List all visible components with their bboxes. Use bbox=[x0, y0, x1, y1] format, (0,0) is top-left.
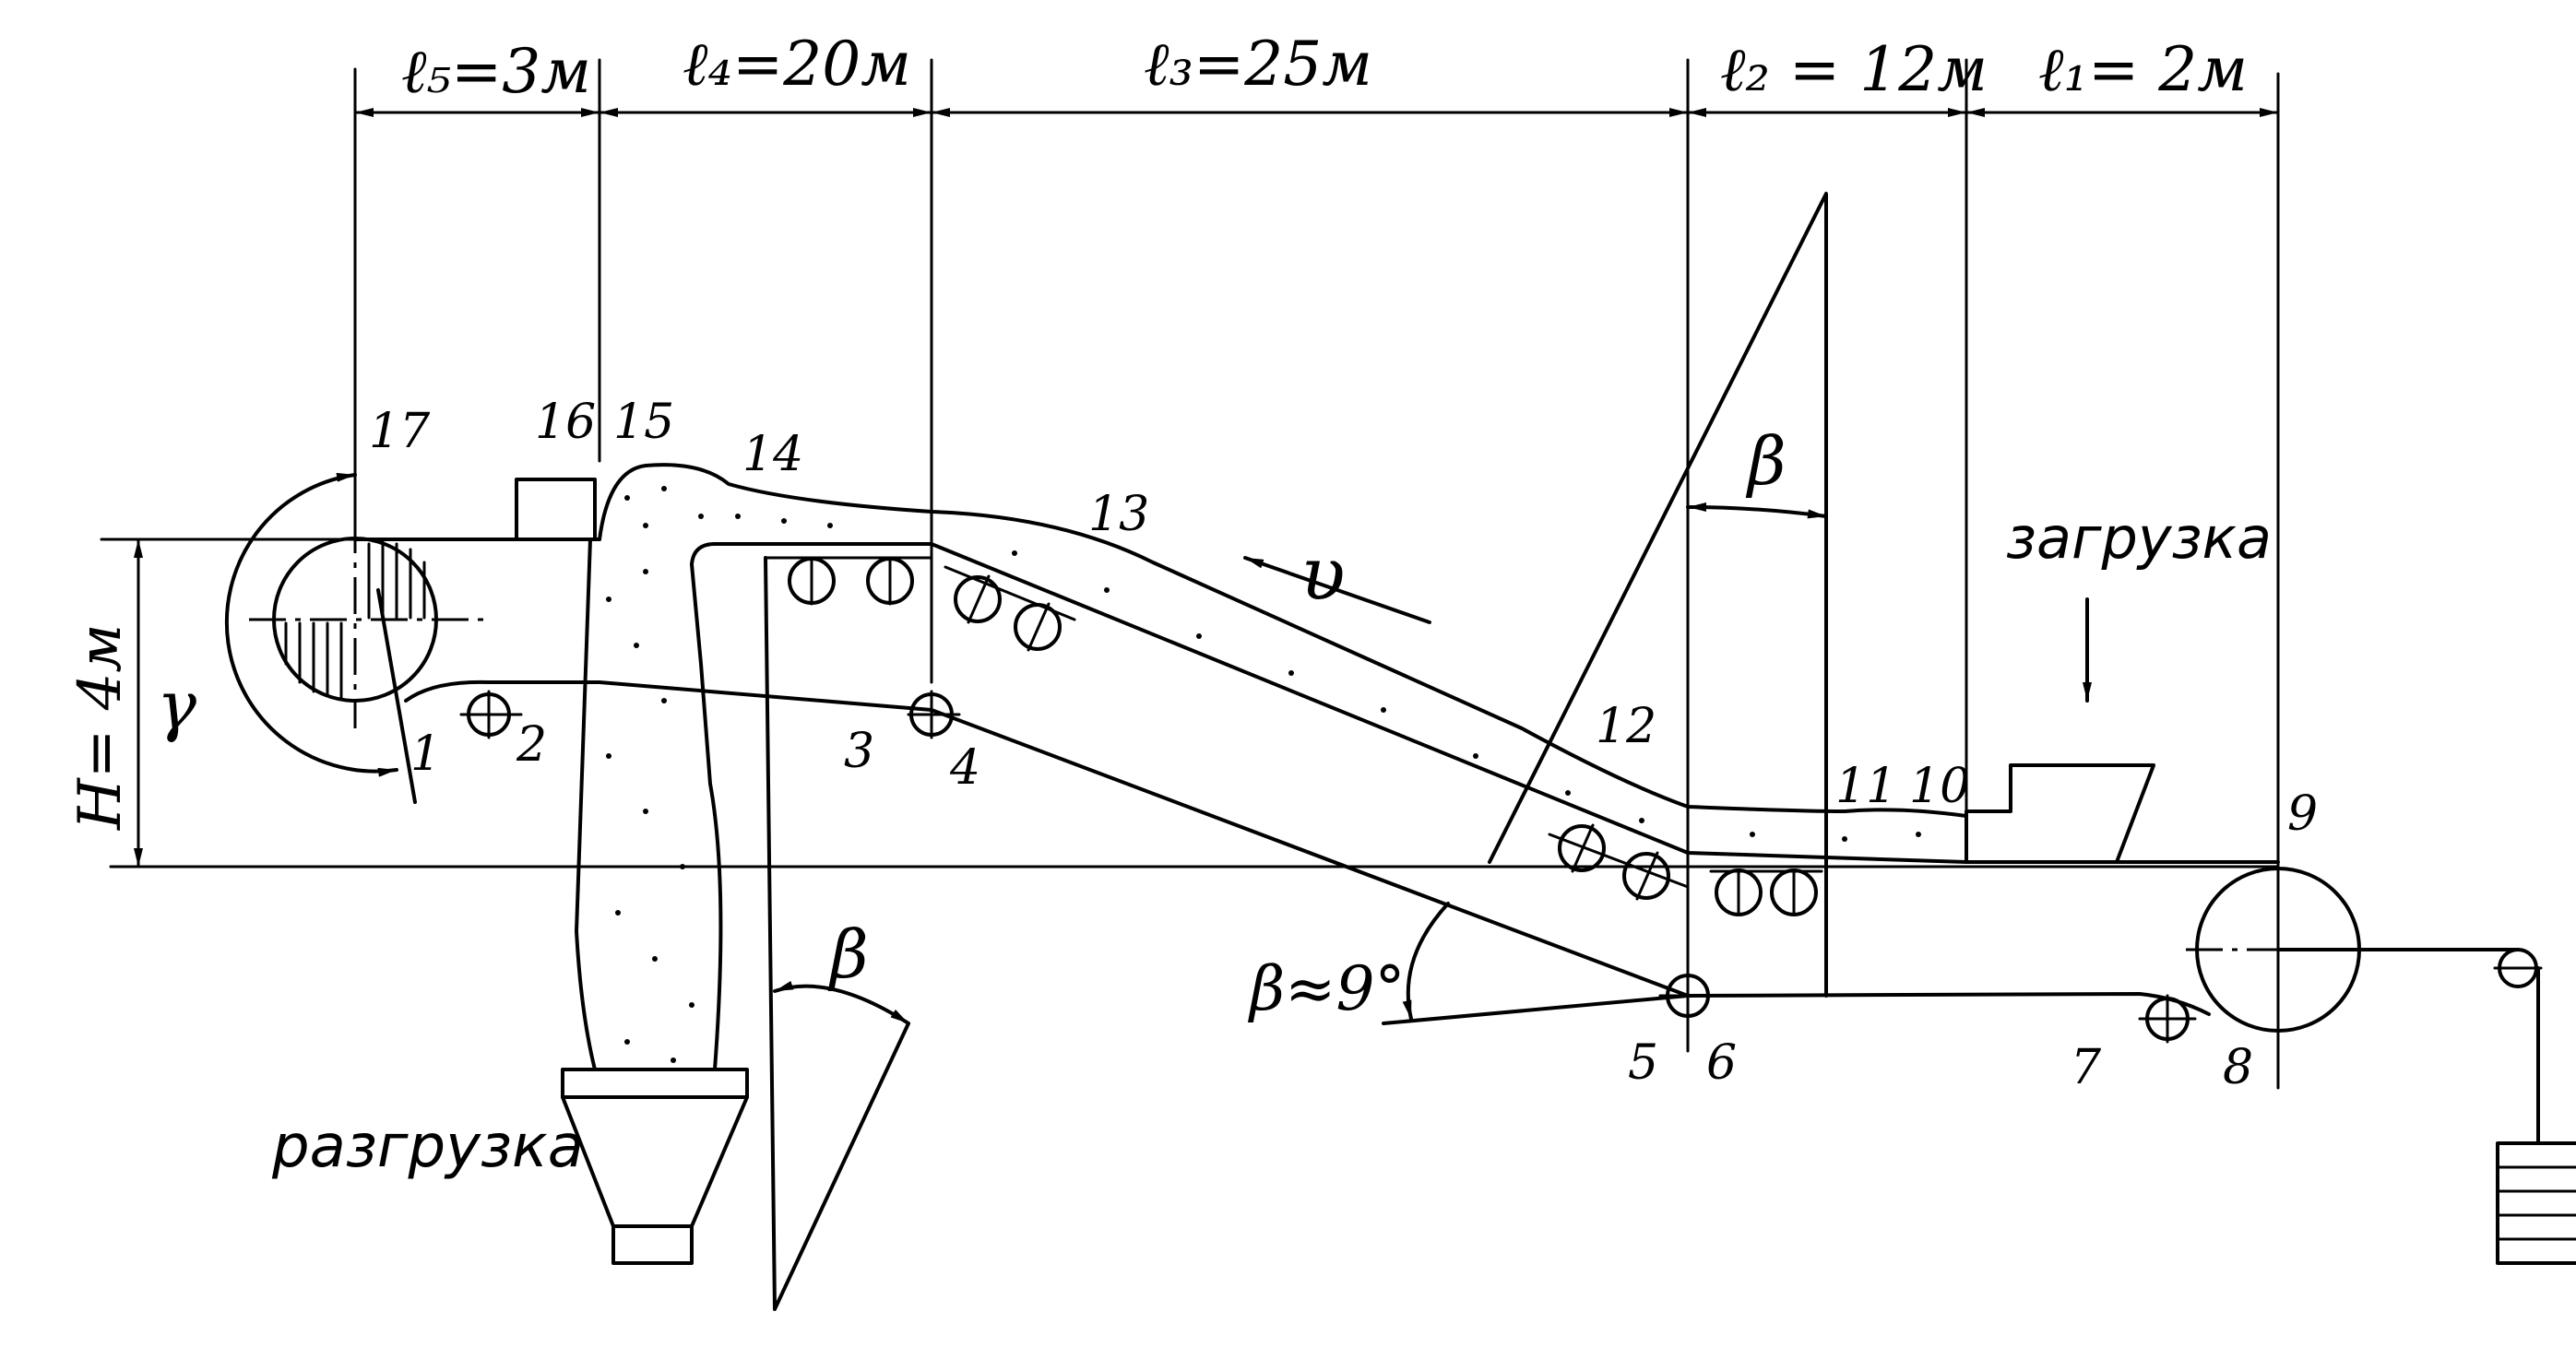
take-up-weight bbox=[2493, 948, 2576, 1265]
idler-rollers bbox=[459, 556, 2197, 1044]
bulk-material bbox=[575, 463, 1968, 1071]
conveyor-belt bbox=[353, 538, 2520, 1016]
point-1: 1 bbox=[410, 727, 441, 782]
loading-chute bbox=[1965, 597, 2155, 864]
point-2: 2 bbox=[516, 717, 547, 773]
dim-l1: ℓ₁= 2м bbox=[2038, 34, 2248, 105]
dim-l3: ℓ₃=25м bbox=[1144, 29, 1372, 100]
point-9: 9 bbox=[2287, 786, 2318, 842]
point-14: 14 bbox=[742, 427, 803, 482]
angle-triangles bbox=[764, 192, 1828, 1311]
point-4: 4 bbox=[949, 740, 980, 796]
angle-beta-left: β bbox=[827, 916, 869, 993]
velocity-arrow bbox=[1243, 556, 1431, 624]
point-10: 10 bbox=[1909, 759, 1970, 814]
point-8: 8 bbox=[2223, 1040, 2253, 1095]
point-6: 6 bbox=[1706, 1035, 1737, 1091]
scraper-16 bbox=[515, 478, 597, 541]
angle-beta-right: β bbox=[1745, 422, 1787, 500]
point-12: 12 bbox=[1596, 699, 1656, 754]
velocity-label: υ bbox=[1300, 531, 1346, 617]
point-16: 16 bbox=[535, 395, 596, 450]
height-label: H= 4м bbox=[66, 623, 135, 831]
material-dots bbox=[606, 486, 1921, 1063]
dimension-lines bbox=[353, 58, 2280, 1090]
height-dimension bbox=[100, 538, 2280, 868]
dim-l2: ℓ₂ = 12м bbox=[1720, 34, 1988, 105]
unloading-hopper bbox=[561, 1068, 749, 1265]
point-5: 5 bbox=[1628, 1035, 1658, 1091]
unloading-label: разгрузка bbox=[271, 1113, 584, 1181]
point-13: 13 bbox=[1088, 487, 1149, 542]
point-15: 15 bbox=[613, 395, 674, 450]
point-3: 3 bbox=[844, 724, 874, 779]
loading-label: загрузка bbox=[2006, 504, 2272, 572]
point-17: 17 bbox=[369, 404, 431, 459]
dim-l4: ℓ₄=20м bbox=[683, 29, 911, 100]
angle-gamma: γ bbox=[157, 667, 197, 744]
tail-drum bbox=[2186, 867, 2380, 1033]
dim-l5: ℓ₅=3м bbox=[401, 36, 591, 107]
point-labels: 1 2 3 4 5 6 7 8 9 10 11 12 13 14 15 16 1… bbox=[369, 395, 2318, 1095]
point-7: 7 bbox=[2071, 1040, 2102, 1095]
head-drum bbox=[224, 472, 489, 804]
point-11: 11 bbox=[1835, 759, 1896, 814]
angle-beta-value: β≈9° bbox=[1247, 953, 1405, 1024]
